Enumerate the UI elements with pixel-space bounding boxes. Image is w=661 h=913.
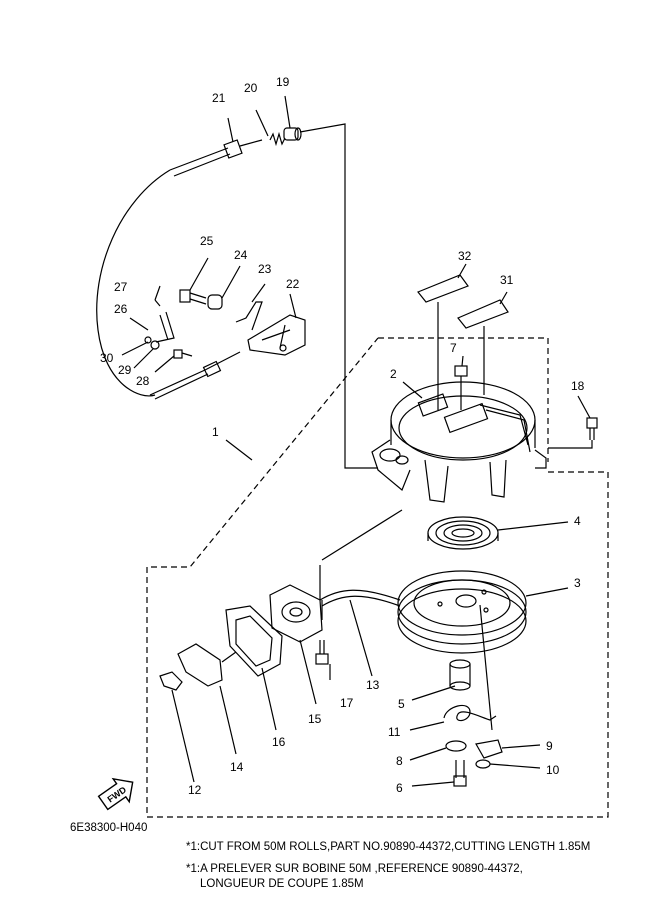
part-32-label (417, 274, 469, 303)
part-25-bolt (179, 289, 207, 305)
callout-10: 10 (546, 763, 560, 777)
callout-6: 6 (396, 781, 403, 795)
part-4-spiral-spring (427, 516, 499, 550)
callout-26: 26 (114, 302, 128, 316)
part-26-clip (155, 311, 175, 343)
callout-31: 31 (500, 273, 514, 287)
callout-27: 27 (114, 280, 128, 294)
part-14-handle (177, 643, 223, 687)
callout-20: 20 (244, 81, 258, 95)
part-29-washer (150, 340, 160, 350)
part-22-bracket (247, 314, 306, 356)
part-24-collar (207, 294, 223, 310)
part-3-pulley (397, 570, 527, 654)
part-15-rope-guide (269, 584, 323, 643)
callout-29: 29 (118, 363, 132, 377)
callout-12: 12 (188, 783, 202, 797)
part-18-bolt (586, 417, 598, 440)
callout-4: 4 (574, 514, 581, 528)
starter-rope (319, 589, 401, 607)
callout-15: 15 (308, 712, 322, 726)
part-30-clip (144, 336, 152, 344)
callout-30: 30 (100, 351, 114, 365)
callout-19: 19 (276, 75, 290, 89)
part-19-connector (283, 127, 302, 141)
callout-22: 22 (286, 277, 300, 291)
callout-9: 9 (546, 739, 553, 753)
part-12-clip (159, 671, 183, 691)
part-2-starter-housing (371, 381, 547, 503)
callout-7: 7 (450, 341, 457, 355)
callout-1: 1 (212, 425, 219, 439)
callout-16: 16 (272, 735, 286, 749)
part-9-pawl (475, 739, 503, 759)
part-23-link (235, 301, 263, 331)
part-17-bolt (315, 640, 329, 665)
part-6-bolt (453, 760, 467, 787)
part-21-nut (223, 139, 263, 159)
part-28-bolt (173, 349, 193, 359)
callout-11: 11 (388, 725, 401, 739)
part-11-return-spring (443, 704, 497, 722)
fwd-arrow-icon: FWD (97, 777, 134, 811)
part-31-label (457, 299, 509, 329)
callout-8: 8 (396, 754, 403, 768)
callout-17: 17 (340, 696, 354, 710)
callout-13: 13 (366, 678, 380, 692)
callout-24: 24 (234, 248, 248, 262)
part-8-washer (445, 740, 467, 752)
note-french-line1: *1:A PRELEVER SUR BOBINE 50M ,REFERENCE … (186, 863, 523, 875)
part-7-nut (454, 365, 468, 410)
callout-5: 5 (398, 697, 405, 711)
part-20-spring (269, 131, 286, 147)
assembly-frame (146, 337, 609, 818)
note-english: *1:CUT FROM 50M ROLLS,PART NO.90890-4437… (186, 841, 591, 853)
callout-32: 32 (458, 249, 472, 263)
callout-28: 28 (136, 374, 150, 388)
diagram-code: 6E38300-H040 (70, 822, 148, 834)
callout-14: 14 (230, 760, 244, 774)
callout-25: 25 (200, 234, 214, 248)
callout-21: 21 (212, 91, 226, 105)
part-27-pin (154, 299, 161, 307)
callout-18: 18 (571, 379, 585, 393)
note-french-line2: LONGUEUR DE COUPE 1.85M (200, 878, 364, 890)
throttle-rod (149, 351, 241, 400)
part-10-clip (475, 759, 491, 769)
callout-2: 2 (390, 367, 397, 381)
part-16-handle-grip (225, 605, 283, 677)
part-5-bushing (449, 659, 471, 691)
cable-loop (96, 169, 171, 397)
callout-23: 23 (258, 262, 272, 276)
callout-3: 3 (574, 576, 581, 590)
